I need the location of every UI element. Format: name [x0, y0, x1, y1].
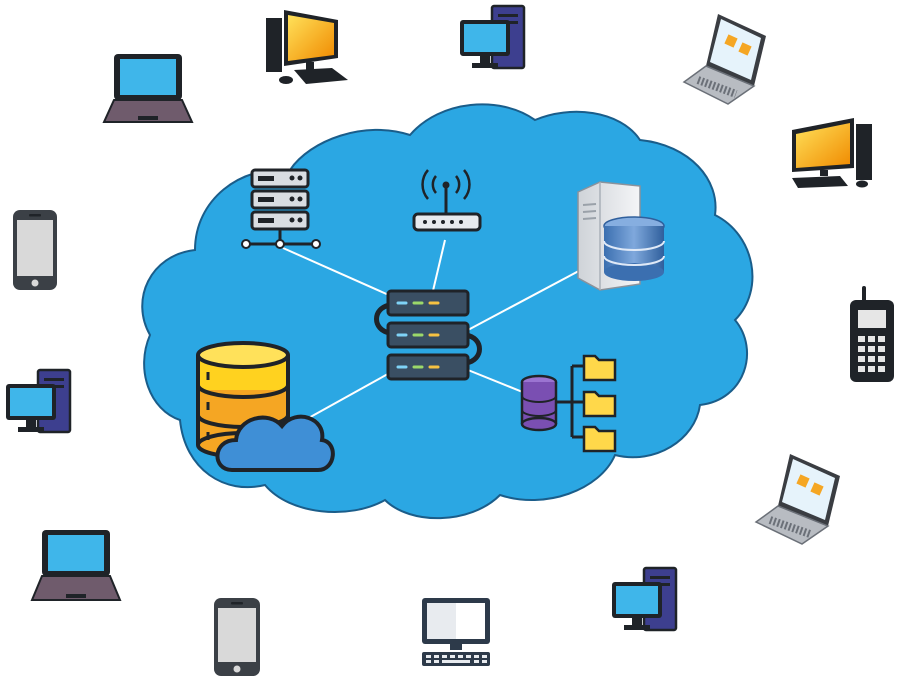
wifi-router-icon: [412, 169, 482, 232]
server-rack-icon: [241, 168, 321, 249]
desktop-yellow-screen-icon: [266, 10, 348, 84]
desktop-blue-screen-icon: [6, 368, 72, 434]
desktop-yellow-screen-icon: [792, 118, 872, 188]
laptop-icon: [102, 54, 194, 123]
link-db-folders: [467, 369, 531, 396]
link-db-cloud: [304, 369, 396, 421]
desktop-blue-screen-icon: [612, 566, 678, 632]
link-server-rack: [282, 247, 401, 301]
tower-server-database-icon: [577, 181, 665, 291]
database-folders-icon: [520, 354, 617, 453]
stacked-switch-icon: [374, 289, 482, 381]
smartphone-icon: [214, 598, 260, 676]
link-tower-server: [467, 264, 591, 331]
laptop-gray-icon: [682, 14, 766, 105]
mobile-phone-icon: [850, 286, 894, 382]
desktop-blue-screen-icon: [460, 4, 526, 70]
laptop-icon: [30, 530, 122, 601]
smartphone-icon: [13, 210, 57, 290]
laptop-gray-icon: [754, 454, 840, 545]
database-cloud-icon: [196, 341, 335, 472]
monitor-keyboard-icon: [422, 598, 490, 666]
link-router: [431, 239, 446, 296]
connection-lines: [282, 239, 591, 421]
